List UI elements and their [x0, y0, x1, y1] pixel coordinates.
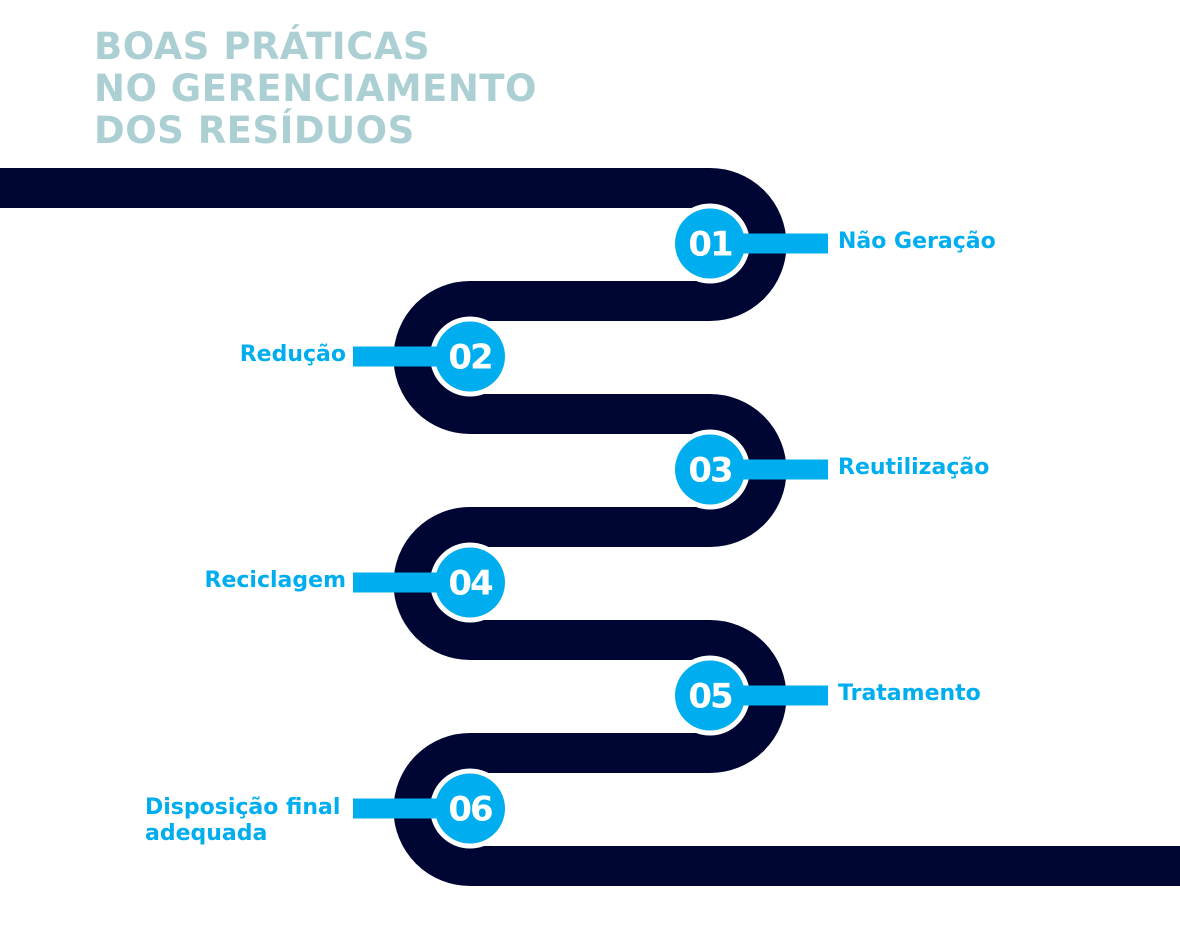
number-circle [435, 773, 505, 844]
title-line: NO GERENCIAMENTO [94, 67, 537, 110]
step-marker-03: 03 [670, 429, 828, 510]
step-label-06: Disposição final adequada [145, 795, 341, 846]
step-marker-02: 02 [353, 316, 510, 397]
step-number: 04 [448, 564, 493, 604]
step-number: 02 [448, 338, 491, 378]
step-number: 01 [688, 225, 732, 265]
step-number: 03 [688, 451, 731, 491]
number-circle [675, 208, 745, 279]
title-line: DOS RESÍDUOS [94, 109, 415, 152]
number-circle [675, 660, 745, 731]
step-label-02: Redução [239, 342, 346, 367]
step-label-03: Reutilização [838, 455, 990, 480]
step-marker-06: 06 [353, 768, 510, 849]
number-circle [435, 321, 505, 392]
step-marker-04: 04 [353, 542, 510, 623]
number-circle [435, 547, 505, 618]
title-line: BOAS PRÁTICAS [94, 25, 431, 68]
step-marker-01: 01 [670, 203, 828, 284]
step-marker-05: 05 [670, 655, 828, 736]
winding-road [0, 168, 1180, 886]
page-title: BOAS PRÁTICAS NO GERENCIAMENTO DOS RESÍD… [94, 26, 537, 152]
step-label-04: Reciclagem [204, 568, 346, 593]
step-number: 05 [688, 677, 732, 717]
step-label-01: Não Geração [838, 229, 996, 254]
step-number: 06 [448, 790, 492, 830]
step-label-05: Tratamento [838, 681, 981, 706]
number-circle [675, 434, 745, 505]
